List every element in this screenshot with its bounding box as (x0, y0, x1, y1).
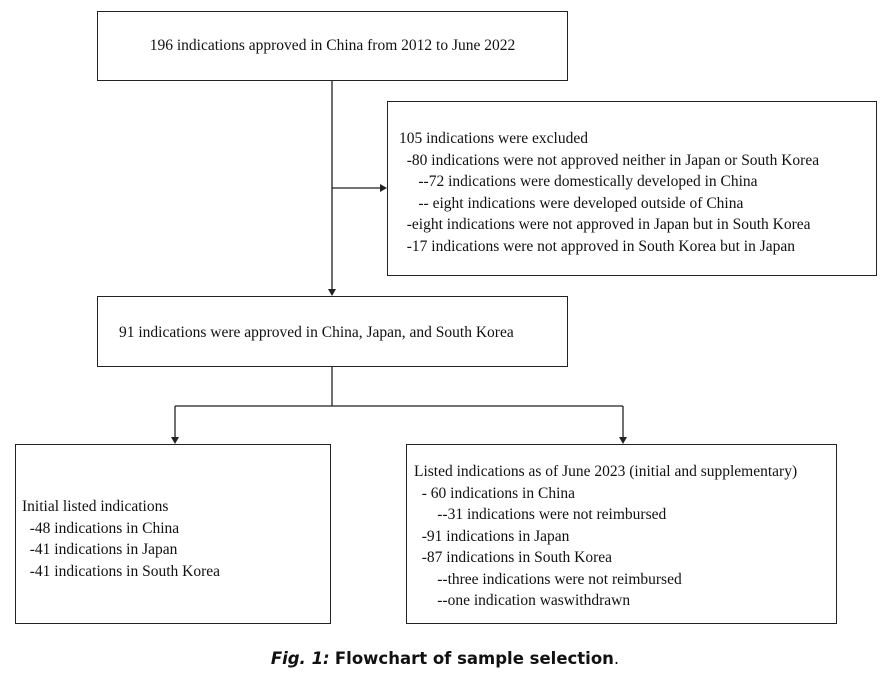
excluded-line: -- eight indications were developed outs… (399, 194, 744, 212)
initial-line: -48 indications in China (22, 519, 180, 537)
excluded-line: --72 indications were domestically devel… (399, 173, 758, 190)
box-approved-in-china-text: 196 indications approved in China from 2… (149, 37, 516, 55)
arrowhead-to-initial (171, 437, 179, 444)
listed-line: -91 indications in Japan (414, 527, 570, 545)
arrowhead-to-listed (619, 437, 627, 444)
listed-line: - 60 indications in China (414, 484, 576, 502)
initial-line: Initial listed indications (22, 498, 169, 515)
figure-caption: Fig. 1: Flowchart of sample selection. (0, 649, 890, 668)
initial-line: -41 indications in South Korea (22, 562, 221, 580)
listed-line: --three indications were not reimbursed (414, 570, 682, 588)
excluded-line: -80 indications were not approved neithe… (399, 151, 820, 169)
arrowhead-to-approved (328, 289, 336, 296)
listed-line: Listed indications as of June 2023 (init… (414, 463, 798, 480)
arrowhead-to-excluded (380, 184, 387, 192)
figure-label: Fig. 1: (270, 649, 330, 668)
figure-title: Flowchart of sample selection (334, 649, 614, 668)
listed-line: -87 indications in South Korea (414, 549, 613, 566)
initial-line: -41 indications in Japan (22, 541, 178, 558)
excluded-line: 105 indications were excluded (399, 130, 588, 147)
box-listed-as-of-june-2023: Listed indications as of June 2023 (init… (406, 444, 837, 624)
box-initial-listed: Initial listed indications -48 indicatio… (15, 444, 331, 624)
box-approved-in-all-three-text: 91 indications were approved in China, J… (119, 324, 514, 341)
box-excluded-indications: 105 indications were excluded -80 indica… (387, 101, 877, 276)
box-approved-in-china: 196 indications approved in China from 2… (97, 11, 568, 81)
listed-line: --one indication waswithdrawn (414, 592, 631, 609)
listed-line: --31 indications were not reimbursed (414, 506, 667, 523)
excluded-line: -eight indications were not approved in … (399, 216, 811, 233)
figure-caption-period: . (613, 649, 620, 668)
excluded-line: -17 indications were not approved in Sou… (399, 237, 796, 255)
box-approved-in-all-three: 91 indications were approved in China, J… (97, 296, 568, 367)
